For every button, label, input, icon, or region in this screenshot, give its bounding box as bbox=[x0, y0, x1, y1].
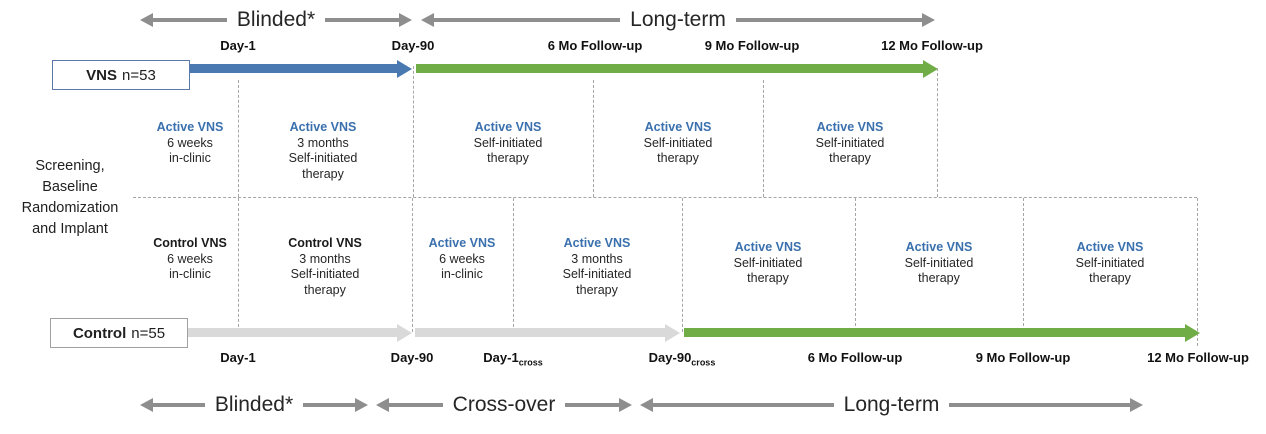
control-crossover-arrow bbox=[415, 323, 680, 342]
dashed-divider-line bbox=[133, 197, 1197, 198]
dashed-grid-line bbox=[412, 198, 413, 332]
treatment-block-ctl-5: Active VNS Self-initiated therapy bbox=[733, 240, 803, 285]
tick-ctl-12mo: 12 Mo Follow-up bbox=[1147, 350, 1249, 365]
phase-label-longterm-top: Long-term bbox=[630, 8, 726, 31]
treatment-block-ctl-4: Active VNS 3 months Self-initiated thera… bbox=[562, 236, 632, 297]
dashed-grid-line bbox=[1197, 198, 1198, 346]
phase-arrow-blinded-bottom: Blinded* bbox=[140, 393, 369, 417]
arrow-right-icon bbox=[923, 59, 938, 78]
treatment-block-ctl-7: Active VNS Self-initiated therapy bbox=[1075, 240, 1145, 285]
arrow-right-icon bbox=[1185, 323, 1200, 342]
phase-label-blinded-bottom: Blinded* bbox=[214, 393, 294, 416]
dashed-grid-line bbox=[238, 198, 239, 332]
phase-arrow-longterm-top: Long-term bbox=[421, 8, 935, 32]
tick-ctl-day1: Day-1 bbox=[220, 350, 256, 365]
dashed-grid-line bbox=[413, 66, 414, 197]
treatment-block-vns-1: Active VNS 6 weeks in-clinic bbox=[156, 120, 224, 165]
vns-group-name: VNS bbox=[86, 66, 118, 84]
dashed-grid-line bbox=[238, 80, 239, 197]
treatment-block-ctl-1: Control VNS 6 weeks in-clinic bbox=[153, 236, 227, 281]
dashed-grid-line bbox=[682, 198, 683, 332]
dashed-grid-line bbox=[513, 198, 514, 332]
control-group-n: n=55 bbox=[131, 324, 166, 342]
tick-ctl-day90-cross: Day-90cross bbox=[648, 350, 716, 368]
tick-vns-12mo: 12 Mo Follow-up bbox=[881, 38, 983, 53]
arrow-right-icon bbox=[619, 398, 632, 412]
treatment-block-vns-3: Active VNS Self-initiated therapy bbox=[473, 120, 543, 165]
arrow-left-icon bbox=[140, 398, 153, 412]
dashed-grid-line bbox=[763, 80, 764, 197]
phase-label-crossover-bottom: Cross-over bbox=[452, 393, 556, 416]
vns-longterm-arrow bbox=[416, 59, 938, 78]
tick-ctl-9mo: 9 Mo Follow-up bbox=[975, 350, 1071, 365]
tick-ctl-day90: Day-90 bbox=[390, 350, 434, 365]
tick-ctl-6mo: 6 Mo Follow-up bbox=[807, 350, 903, 365]
arrow-left-icon bbox=[640, 398, 653, 412]
dashed-grid-line bbox=[1023, 198, 1024, 326]
phase-arrow-blinded-top: Blinded* bbox=[140, 8, 413, 32]
phase-arrow-longterm-bottom: Long-term bbox=[640, 393, 1143, 417]
arrow-right-icon bbox=[665, 323, 680, 342]
arrow-left-icon bbox=[140, 13, 153, 27]
dashed-grid-line bbox=[937, 68, 938, 197]
tick-vns-day1: Day-1 bbox=[220, 38, 256, 53]
dashed-grid-line bbox=[855, 198, 856, 326]
treatment-block-ctl-3: Active VNS 6 weeks in-clinic bbox=[428, 236, 496, 281]
arrow-right-icon bbox=[397, 323, 412, 342]
arrow-right-icon bbox=[922, 13, 935, 27]
control-blinded-arrow bbox=[188, 323, 412, 342]
tick-vns-6mo: 6 Mo Follow-up bbox=[547, 38, 643, 53]
treatment-block-vns-4: Active VNS Self-initiated therapy bbox=[643, 120, 713, 165]
arrow-left-icon bbox=[421, 13, 434, 27]
treatment-block-vns-2: Active VNS 3 months Self-initiated thera… bbox=[288, 120, 358, 181]
phase-label-longterm-bottom: Long-term bbox=[843, 393, 940, 416]
arrow-right-icon bbox=[399, 13, 413, 27]
tick-vns-day90: Day-90 bbox=[391, 38, 435, 53]
phase-label-blinded-top: Blinded* bbox=[236, 8, 316, 31]
dashed-grid-line bbox=[593, 80, 594, 197]
control-longterm-arrow bbox=[684, 323, 1200, 342]
arrow-right-icon bbox=[1130, 398, 1143, 412]
treatment-block-ctl-2: Control VNS 3 months Self-initiated ther… bbox=[288, 236, 362, 297]
treatment-block-vns-5: Active VNS Self-initiated therapy bbox=[815, 120, 885, 165]
arrow-right-icon bbox=[397, 59, 412, 78]
arrow-left-icon bbox=[376, 398, 389, 412]
vns-group-n: n=53 bbox=[122, 66, 156, 84]
arrow-right-icon bbox=[355, 398, 369, 412]
control-group-name: Control bbox=[72, 324, 127, 342]
screening-baseline-label: Screening, Baseline Randomization and Im… bbox=[21, 158, 119, 237]
tick-ctl-day1-cross: Day-1cross bbox=[483, 350, 543, 368]
phase-arrow-crossover-bottom: Cross-over bbox=[376, 393, 632, 417]
vns-blinded-arrow bbox=[190, 59, 412, 78]
tick-vns-9mo: 9 Mo Follow-up bbox=[704, 38, 800, 53]
treatment-block-ctl-6: Active VNS Self-initiated therapy bbox=[904, 240, 974, 285]
